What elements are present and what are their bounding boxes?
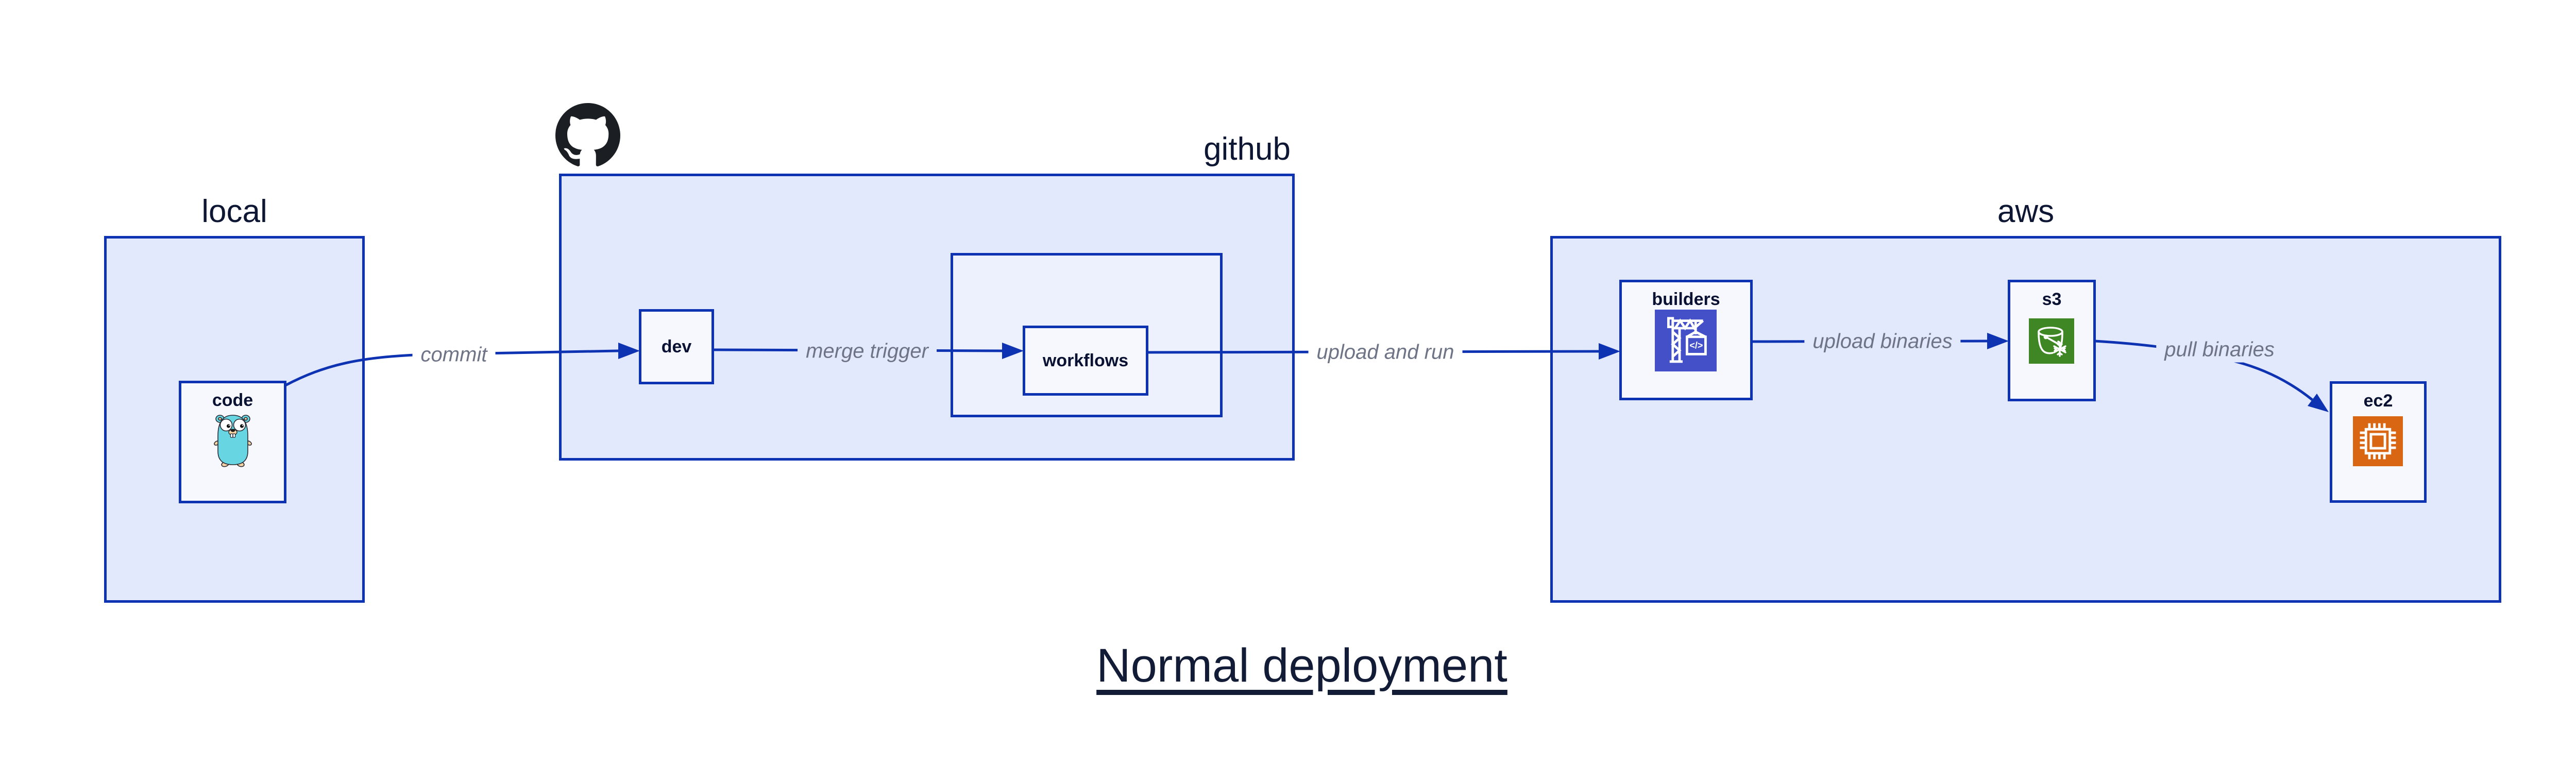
- github-logo-icon: [555, 103, 620, 168]
- workflows-node-label: workflows: [1042, 350, 1129, 370]
- edge-label-merge-trigger: merge trigger: [798, 338, 937, 364]
- svg-text:</>: </>: [1689, 341, 1703, 351]
- edge-label-commit: commit: [412, 342, 496, 368]
- aws-s3-glacier-icon: [2029, 318, 2074, 364]
- go-gopher-icon: [214, 411, 252, 468]
- builders-node-label: builders: [1652, 290, 1720, 309]
- aws-codebuild-icon: </>: [1655, 310, 1717, 371]
- diagram-title: Normal deployment: [1096, 639, 1507, 692]
- aws-container-label: aws: [1997, 194, 2055, 229]
- aws-ec2-icon: [2353, 416, 2403, 466]
- s3-node-label: s3: [2042, 290, 2062, 309]
- workflows-node: workflows: [1023, 326, 1148, 396]
- edge-label-pull-binaries: pull binaries: [2156, 337, 2283, 363]
- github-container-label: github: [1204, 131, 1291, 167]
- dev-node-label: dev: [661, 336, 692, 356]
- code-node-label: code: [212, 390, 253, 410]
- edge-label-upload-binaries: upload binaries: [1804, 329, 1961, 354]
- dev-node: dev: [639, 309, 714, 384]
- edge-label-upload-and-run: upload and run: [1308, 339, 1463, 365]
- ec2-node-label: ec2: [2363, 391, 2393, 411]
- local-container-label: local: [201, 194, 267, 229]
